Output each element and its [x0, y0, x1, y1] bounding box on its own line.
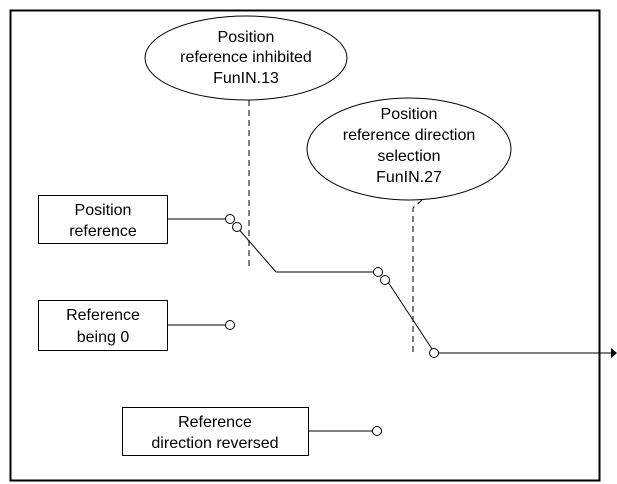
- box-reference-reversed-line-2: direction reversed: [151, 435, 278, 452]
- ellipse-position-reference-direction: Position reference direction selection F…: [306, 97, 512, 201]
- contact-output: [429, 348, 439, 358]
- ellipse-direction-line-2: reference direction: [343, 127, 476, 144]
- ellipse-inhibit-line-3: FunIN.13: [213, 70, 279, 87]
- contact-position-reference: [225, 214, 235, 224]
- switch-direction-lever: [385, 278, 435, 353]
- box-reference-direction-reversed: Reference direction reversed: [122, 407, 309, 456]
- contact-inhibit-pivot: [232, 222, 242, 232]
- switch-inhibit-lever: [235, 225, 277, 273]
- box-reference-zero-line-1: Reference: [66, 307, 140, 324]
- ellipse-inhibit-line-2: reference inhibited: [180, 49, 312, 66]
- box-position-reference: Position reference: [38, 195, 168, 244]
- box-position-reference-line-1: Position: [75, 202, 132, 219]
- contact-direction-input: [373, 267, 383, 277]
- contact-direction-pivot: [380, 275, 390, 285]
- ellipse-direction-line-1: Position: [381, 106, 438, 123]
- box-reference-being-0: Reference being 0: [38, 300, 168, 351]
- box-reference-reversed-line-1: Reference: [178, 414, 252, 431]
- control-line-direction: [412, 199, 423, 352]
- outer-frame: [9, 9, 601, 482]
- ellipse-direction-line-3: selection: [377, 148, 440, 165]
- box-position-reference-line-2: reference: [69, 223, 137, 240]
- contact-reference-zero: [225, 320, 235, 330]
- box-reference-zero-line-2: being 0: [77, 329, 130, 346]
- contact-reference-reversed: [372, 426, 382, 436]
- ellipse-inhibit-line-1: Position: [218, 29, 275, 46]
- ellipse-position-reference-inhibited: Position reference inhibited FunIN.13: [144, 15, 348, 101]
- ellipse-direction-line-4: FunIN.27: [376, 169, 442, 186]
- output-arrowhead: [611, 348, 617, 358]
